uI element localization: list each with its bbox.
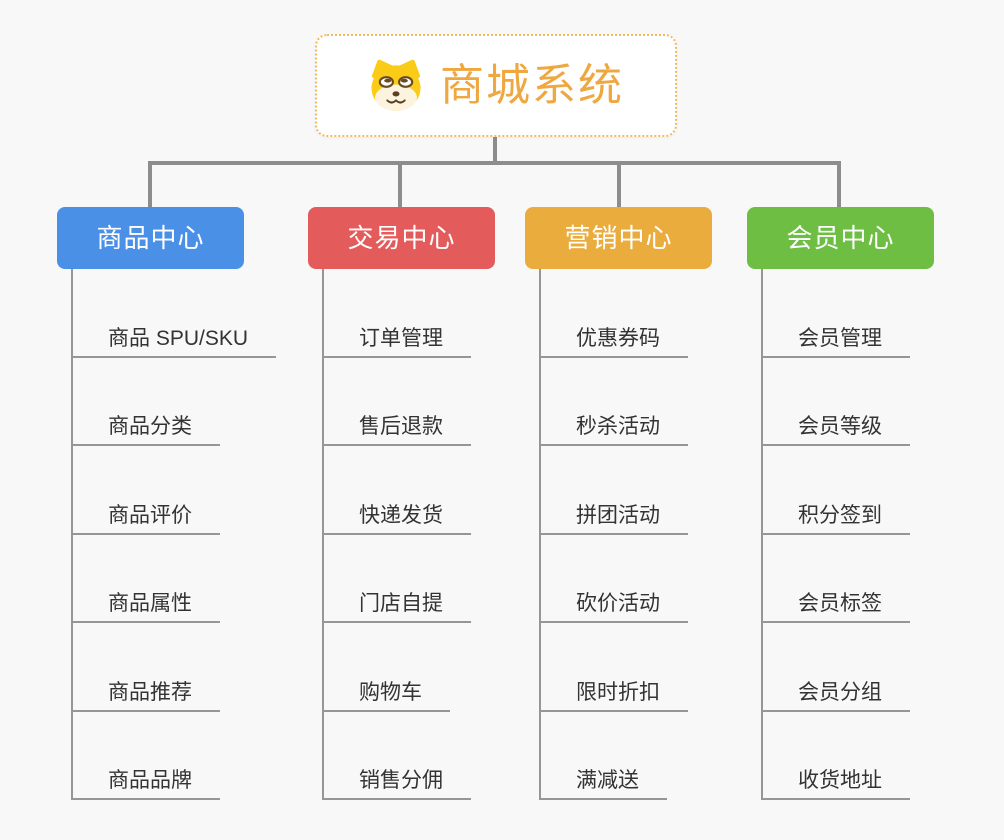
tree-node-item[interactable]: 会员管理 [763,269,910,358]
shiba-dog-icon [371,59,421,111]
root-title: 商城系统 [440,60,624,110]
tree-node-item[interactable]: 订单管理 [324,269,471,358]
branch-column-2: 交易中心 订单管理售后退款快递发货门店自提购物车销售分佣 [308,207,568,800]
branch-item-list: 订单管理售后退款快递发货门店自提购物车销售分佣 [322,269,471,800]
tree-node-item[interactable]: 优惠券码 [541,269,688,358]
branch-column-3: 营销中心 优惠券码秒杀活动拼团活动砍价活动限时折扣满减送 [525,207,785,800]
branch-node[interactable]: 交易中心 [308,207,495,269]
tree-node-item[interactable]: 砍价活动 [541,535,688,623]
tree-node-item[interactable]: 门店自提 [324,535,471,623]
tree-node-item[interactable]: 会员等级 [763,358,910,446]
tree-node-item[interactable]: 会员标签 [763,535,910,623]
branch-column-4: 会员中心 会员管理会员等级积分签到会员标签会员分组收货地址 [747,207,1004,800]
tree-node-item[interactable]: 积分签到 [763,446,910,535]
tree-node-item[interactable]: 限时折扣 [541,623,688,712]
branch-node[interactable]: 商品中心 [57,207,244,269]
tree-node-item[interactable]: 商品品牌 [73,712,220,800]
root-node[interactable]: 商城系统 [315,34,677,137]
tree-node-item[interactable]: 商品属性 [73,535,220,623]
tree-node-item[interactable]: 满减送 [541,712,667,800]
tree-node-item[interactable]: 商品 SPU/SKU [73,269,277,358]
tree-node-item[interactable]: 购物车 [324,623,450,712]
tree-node-item[interactable]: 销售分佣 [324,712,471,800]
tree-node-item[interactable]: 商品分类 [73,358,220,446]
tree-node-item[interactable]: 收货地址 [763,712,910,800]
tree-node-item[interactable]: 售后退款 [324,358,471,446]
tree-node-item[interactable]: 拼团活动 [541,446,688,535]
branch-item-list: 会员管理会员等级积分签到会员标签会员分组收货地址 [761,269,910,800]
branch-node[interactable]: 营销中心 [525,207,712,269]
tree-node-item[interactable]: 会员分组 [763,623,910,712]
tree-node-item[interactable]: 商品推荐 [73,623,220,712]
tree-node-item[interactable]: 秒杀活动 [541,358,688,446]
branch-item-list: 优惠券码秒杀活动拼团活动砍价活动限时折扣满减送 [539,269,688,800]
tree-node-item[interactable]: 快递发货 [324,446,471,535]
tree-node-item[interactable]: 商品评价 [73,446,220,535]
branch-node[interactable]: 会员中心 [747,207,934,269]
